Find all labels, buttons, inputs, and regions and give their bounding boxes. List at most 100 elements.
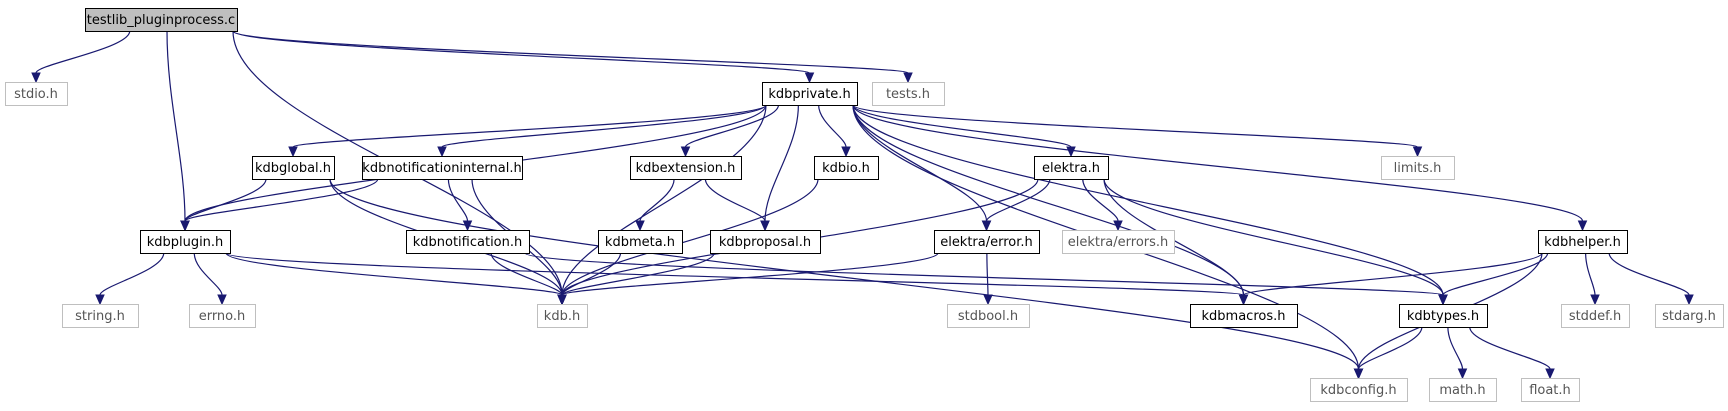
edge-line xyxy=(852,104,1245,296)
node-box xyxy=(710,230,821,254)
arrowhead-icon xyxy=(437,146,447,158)
edge-kdbprivate-to-kdbmacros xyxy=(852,104,1249,306)
node-kdbhelper[interactable]: kdbhelper.h xyxy=(1538,230,1628,254)
edge-line xyxy=(1469,326,1551,370)
node-kdbmacros[interactable]: kdbmacros.h xyxy=(1190,304,1298,328)
node-elektra[interactable]: elektra.h xyxy=(1034,156,1109,180)
node-box xyxy=(947,304,1030,328)
edge-testlib-to-stdio xyxy=(31,30,131,84)
edge-line xyxy=(1242,252,1543,296)
node-label: elektra/errors.h xyxy=(1068,235,1169,250)
node-label: kdbnotificationinternal.h xyxy=(362,161,521,176)
edge-line xyxy=(561,104,767,296)
arrowhead-icon xyxy=(981,220,992,232)
edge-kdbprivate-to-kdbtypes xyxy=(852,104,1448,306)
node-label: elektra/error.h xyxy=(940,235,1033,250)
node-label: kdbmeta.h xyxy=(605,235,675,250)
node-label: testlib_pluginprocess.c xyxy=(87,13,235,28)
node-math: math.h xyxy=(1429,378,1497,402)
edge-line xyxy=(561,178,819,296)
edge-line xyxy=(193,252,223,296)
node-label: tests.h xyxy=(886,87,930,102)
arrowhead-icon xyxy=(95,294,105,306)
node-stdbool: stdbool.h xyxy=(947,304,1030,328)
node-kdbplugin[interactable]: kdbplugin.h xyxy=(140,230,231,254)
node-label: kdbtypes.h xyxy=(1407,309,1479,324)
node-label: kdbio.h xyxy=(822,161,870,176)
node-box xyxy=(1310,378,1408,402)
edge-line xyxy=(561,252,622,296)
node-kdbprivate[interactable]: kdbprivate.h xyxy=(762,82,858,106)
edge-kdbhelper-to-stdarg xyxy=(1608,252,1694,306)
edge-kdbprivate-to-kdbnotifint xyxy=(437,104,767,158)
edge-line xyxy=(684,104,780,148)
arrowhead-icon xyxy=(1113,220,1123,232)
edge-line xyxy=(818,104,847,148)
node-box xyxy=(62,304,139,328)
edge-line xyxy=(852,104,1419,148)
node-kdbglobal[interactable]: kdbglobal.h xyxy=(252,156,335,180)
node-testlib[interactable]: testlib_pluginprocess.c xyxy=(85,8,238,32)
node-label: kdbhelper.h xyxy=(1544,235,1621,250)
edge-line xyxy=(225,252,563,296)
edge-kdbplugin-to-string xyxy=(95,252,165,306)
node-kdbnotif[interactable]: kdbnotification.h xyxy=(406,230,530,254)
node-box xyxy=(5,82,68,106)
edge-line xyxy=(1103,178,1444,296)
edge-line xyxy=(184,178,379,222)
node-kdbproposal[interactable]: kdbproposal.h xyxy=(710,230,821,254)
node-string: string.h xyxy=(62,304,139,328)
edge-elektraerror-to-stdbool xyxy=(983,252,993,306)
node-label: kdb.h xyxy=(544,309,580,324)
arrowhead-icon xyxy=(1066,146,1076,158)
edge-kdbglobal-to-kdbplugin xyxy=(180,178,267,232)
node-label: kdbprivate.h xyxy=(768,87,850,102)
node-kdbmeta[interactable]: kdbmeta.h xyxy=(598,230,683,254)
edge-kdbhelper-to-kdbtypes xyxy=(1438,252,1549,306)
edge-line xyxy=(852,104,1072,148)
edge-kdbhelper-to-kdbmacros xyxy=(1238,252,1543,306)
edge-line xyxy=(1447,326,1464,370)
arrowhead-icon xyxy=(31,72,41,84)
node-box xyxy=(1062,230,1175,254)
node-elektraerror[interactable]: elektra/error.h xyxy=(934,230,1040,254)
node-box xyxy=(872,82,945,106)
node-label: kdbconfig.h xyxy=(1320,383,1396,398)
edge-testlib-to-kdbprivate xyxy=(232,30,815,84)
arrowhead-icon xyxy=(1238,294,1249,306)
node-kdbio[interactable]: kdbio.h xyxy=(814,156,879,180)
edge-line xyxy=(490,252,563,296)
node-label: kdbproposal.h xyxy=(719,235,811,250)
edge-line xyxy=(639,178,675,222)
node-box xyxy=(1538,230,1628,254)
arrowhead-icon xyxy=(462,220,473,232)
arrowhead-icon xyxy=(180,220,190,232)
node-elektraerrors: elektra/errors.h xyxy=(1062,230,1175,254)
node-box xyxy=(406,230,530,254)
node-box xyxy=(85,8,238,32)
edge-line xyxy=(99,252,165,296)
edge-line xyxy=(561,252,715,296)
edge-line xyxy=(329,178,1360,370)
node-label: errno.h xyxy=(199,309,246,324)
arrowhead-icon xyxy=(1353,368,1364,380)
arrowhead-icon xyxy=(1545,368,1555,380)
node-stdarg: stdarg.h xyxy=(1655,304,1724,328)
node-label: string.h xyxy=(75,309,125,324)
arrowhead-icon xyxy=(1457,368,1468,380)
arrowhead-icon xyxy=(288,146,298,158)
node-label: kdbnotification.h xyxy=(413,235,523,250)
node-box xyxy=(252,156,335,180)
node-label: stdarg.h xyxy=(1662,309,1716,324)
edge-line xyxy=(1442,252,1549,296)
node-kdbnotifint[interactable]: kdbnotificationinternal.h xyxy=(362,156,523,180)
node-box xyxy=(1190,304,1298,328)
node-kdbtypes[interactable]: kdbtypes.h xyxy=(1399,304,1488,328)
node-kdbextension[interactable]: kdbextension.h xyxy=(630,156,742,180)
edge-line xyxy=(1082,178,1119,222)
edge-line xyxy=(232,30,811,74)
node-box xyxy=(814,156,879,180)
edge-line xyxy=(524,252,1444,296)
edge-line xyxy=(1608,252,1690,296)
edge-line xyxy=(1585,252,1596,296)
